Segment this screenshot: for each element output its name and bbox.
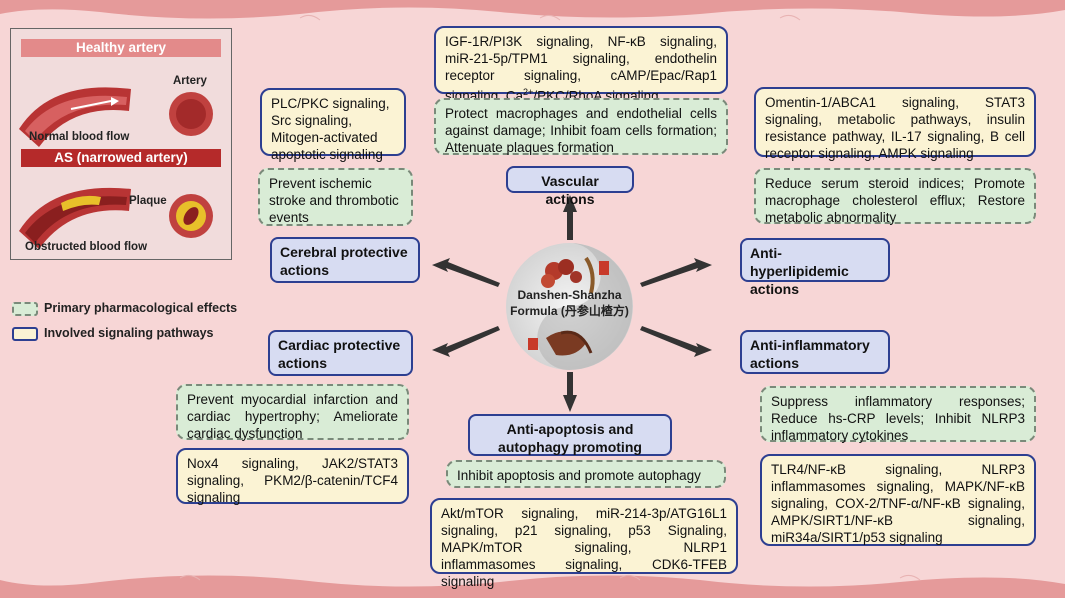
cardiac-effect: Prevent myocardial infarction and cardia…	[176, 384, 409, 441]
legend-effects-swatch	[12, 302, 38, 316]
cardiac-action: Cardiac protective actions	[268, 330, 413, 376]
healthy-artery-icon	[19, 87, 213, 147]
vascular-pathways-text: IGF-1R/PI3K signaling, NF-κB signaling, …	[445, 34, 717, 104]
vascular-effect: Protect macrophages and endothelial cell…	[434, 98, 728, 155]
apoptosis-effect: Inhibit apoptosis and promote autophagy	[446, 460, 726, 488]
normal-flow-label: Normal blood flow	[29, 131, 130, 143]
inflammatory-action: Anti-inflammatory actions	[740, 330, 890, 374]
cerebral-effect: Prevent ischemic stroke and thrombotic e…	[258, 168, 413, 226]
as-banner: AS (narrowed artery)	[21, 149, 221, 167]
legend-pathways-label: Involved signaling pathways	[44, 326, 214, 340]
narrowed-artery-icon	[19, 187, 213, 249]
healthy-artery-banner: Healthy artery	[21, 39, 221, 57]
plaque-label: Plaque	[129, 195, 167, 207]
obstructed-flow-label: Obstructed blood flow	[25, 241, 148, 253]
hyperlipidemic-action: Anti-hyperlipidemic actions	[740, 238, 890, 297]
inflammatory-effect: Suppress inflammatory responses; Reduce …	[760, 386, 1036, 443]
hyperlipidemic-effect: Reduce serum steroid indices; Promote ma…	[754, 168, 1036, 225]
apoptosis-pathways: Akt/mTOR signaling, miR-214-3p/ATG16L1 s…	[430, 498, 738, 589]
cerebral-pathways: PLC/PKC signaling, Src signaling, Mitoge…	[260, 88, 406, 162]
legend-effects-label: Primary pharmacological effects	[44, 301, 238, 315]
herbs-icon	[528, 243, 633, 370]
inflammatory-pathways: TLR4/NF-κB signaling, NLRP3 inflammasome…	[760, 454, 1036, 546]
center-formula-image	[506, 243, 633, 370]
legend-pathways-swatch	[12, 327, 38, 341]
apoptosis-action: Anti-apoptosis and autophagy promoting a…	[468, 414, 672, 473]
artery-label: Artery	[173, 75, 207, 87]
vascular-action: Vascular actions	[506, 166, 634, 207]
vascular-pathways-superscript: 2+	[523, 87, 534, 97]
cardiac-pathways: Nox4 signaling, JAK2/STAT3 signaling, PK…	[176, 448, 409, 505]
atherosclerosis-inset: Healthy artery Artery Normal blood flow …	[10, 28, 232, 260]
vascular-pathways: IGF-1R/PI3K signaling, NF-κB signaling, …	[434, 26, 728, 104]
center-formula-title: Danshen-Shanzha Formula (丹参山楂方)	[510, 288, 629, 318]
cerebral-action: Cerebral protective actions	[270, 237, 420, 283]
hyperlipidemic-pathways: Omentin-1/ABCA1 signaling, STAT3 signali…	[754, 87, 1036, 161]
